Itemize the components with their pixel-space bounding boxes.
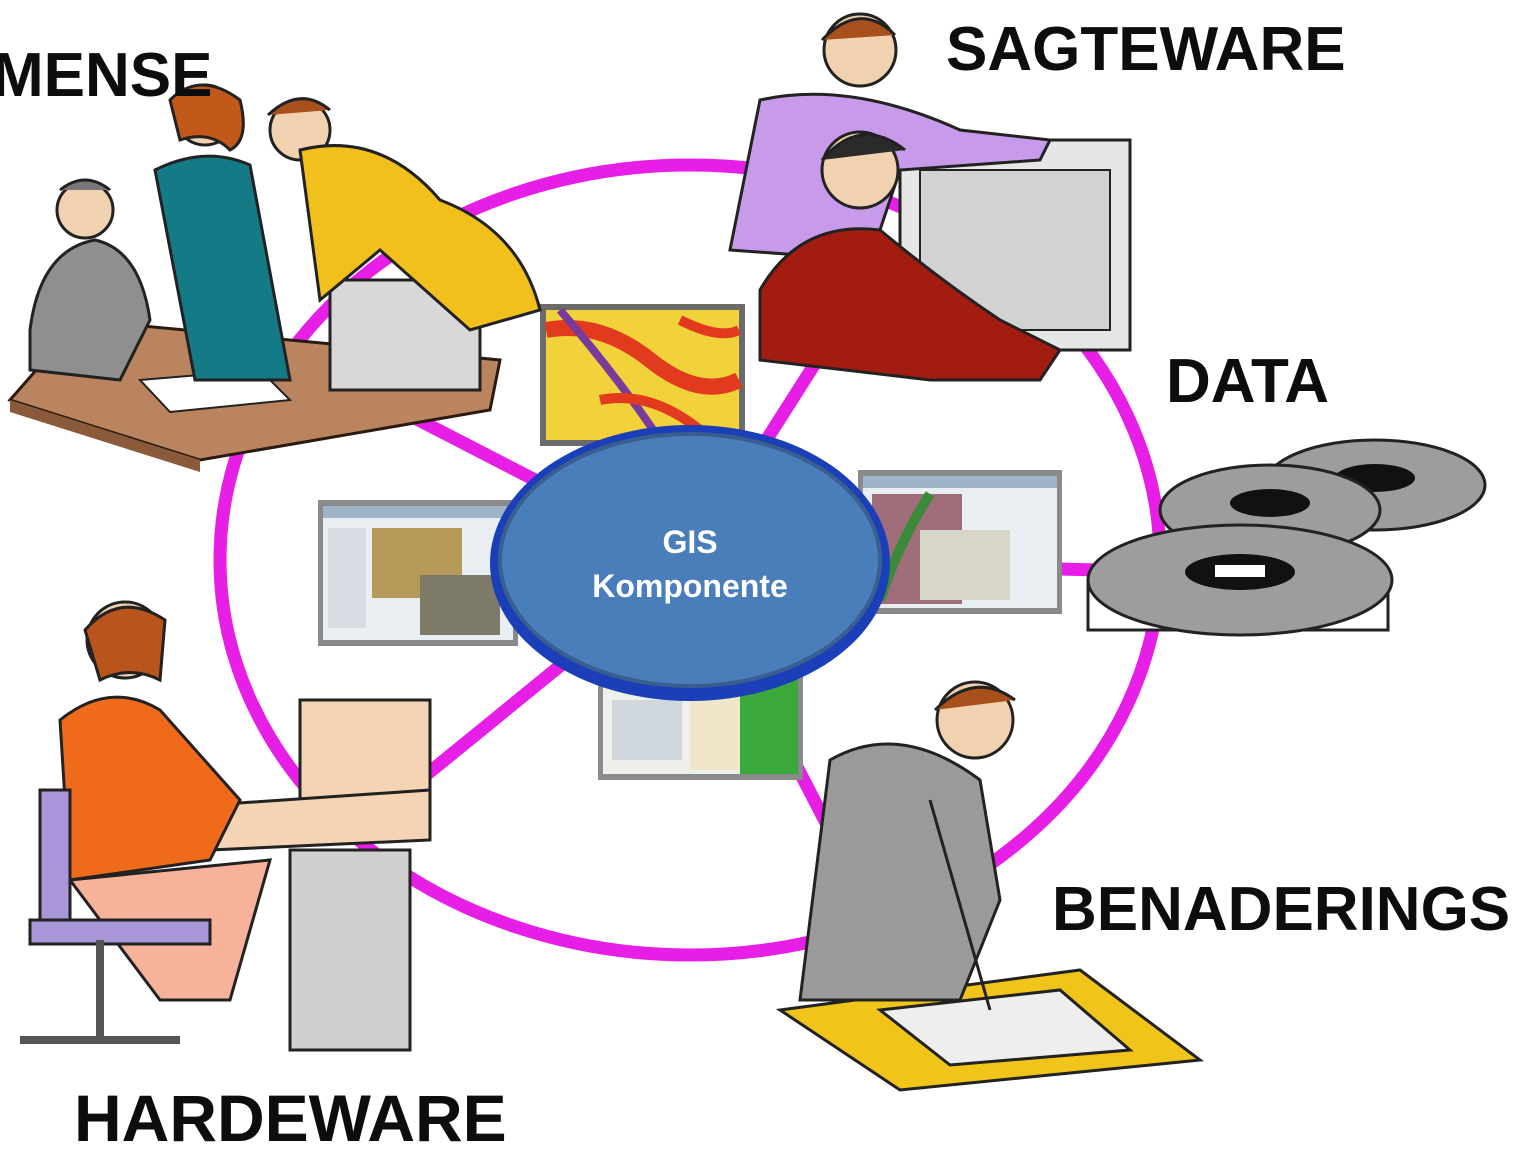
center-ellipse — [498, 432, 882, 688]
hardware-illustration — [20, 600, 432, 1052]
software-illustration — [728, 12, 1132, 382]
center-label-line1: GIS — [662, 524, 718, 560]
label-software: SAGTEWARE — [946, 15, 1346, 84]
gis-screen-left — [318, 500, 518, 646]
label-data: DATA — [1166, 347, 1329, 416]
label-hardware: HARDEWARE — [74, 1081, 507, 1155]
label-methods: BENADERINGS — [1052, 875, 1511, 944]
map-screen-top — [540, 304, 745, 446]
label-people: MENSE — [0, 41, 213, 110]
people-illustration — [7, 83, 542, 472]
methods-illustration — [775, 680, 1204, 1092]
gis-screen-right — [858, 470, 1062, 614]
center-label: GIS Komponente — [500, 520, 880, 608]
data-illustration — [1086, 438, 1487, 637]
center-label-line2: Komponente — [592, 568, 788, 604]
